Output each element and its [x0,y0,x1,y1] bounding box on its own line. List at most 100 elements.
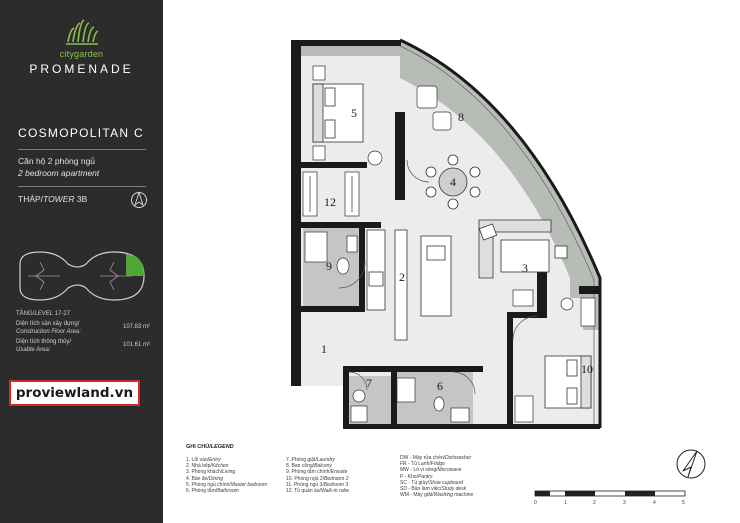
tower-en: TOWER [43,194,75,204]
legend-item: 11. Phòng ngủ 3/Bedroom 3 [286,481,349,488]
legend-item: 6. Phòng tắm/Bathroom [186,488,239,495]
kitchen-island [420,235,452,317]
brand-panel: citygarden PROMENADE COSMOPOLITAN C Căn … [0,0,163,523]
city-garden-logo-icon [65,19,98,45]
divider [18,186,146,187]
legend-columns: 1. Lối vào/Entry 2. Nhà bếp/Kitchen 3. P… [186,455,486,498]
sofa [478,219,568,279]
legend-title: GHI CHÚ/LEGEND [186,444,486,450]
tower-label: THÁP/TOWER 3B [18,194,87,204]
logo-title: PROMENADE [29,62,134,76]
walk-in-robe [302,171,360,217]
legend-item: 12. Tủ quần áo/Walk-in robe [286,488,349,495]
facade-inner [399,45,595,428]
kitchen-counter [366,229,408,341]
scale-label: 0 [534,500,537,506]
legend-column-2: 7. Phòng giặt/Laundry 8. Ban công/Balcon… [286,457,386,494]
legend-item: SC - Tủ giày/Shoe cupboard [400,479,464,486]
scale-label: 1 [564,500,567,506]
usable-area-en: Usable Area: [16,346,51,353]
legend: GHI CHÚ/LEGEND 1. Lối vào/Entry 2. Nhà b… [186,444,486,498]
legend-item: SD - Bàn làm việc/Study desk [400,486,467,493]
legend-item: 4. Bàn ăn/Dining [186,475,223,482]
room-number-2: 2 [399,270,405,284]
usable-area-row: Diện tích thông thủy/Usable Area: 101.61… [16,339,150,357]
tower-prefix: THÁP/ [18,194,44,204]
scale-label: 5 [682,500,685,506]
scale-bar [534,490,686,497]
level-row: TẦNG/LEVEL 17-27 [16,311,150,321]
level-en: LEVEL [34,311,54,317]
bathroom-fixtures [396,377,470,423]
bedside-table [312,145,326,161]
level-value: 17-27 [54,311,71,317]
scale-label: 2 [593,500,596,506]
legend-item: 10. Phòng ngủ 2/Bedroom 2 [286,475,349,482]
legend-item: 8. Ban công/Balcony [286,463,332,470]
bedroom-2-bed [544,355,592,409]
level-prefix: TẦNG/ [16,311,35,317]
scale-labels: 0 1 2 3 4 5 [534,500,688,508]
room-number-12: 12 [324,195,336,209]
room-number-3: 3 [522,261,528,275]
apartment-floor [293,40,600,428]
project-logo: citygarden PROMENADE [0,18,163,76]
legend-title-vn: GHI CHÚ/ [186,444,211,450]
room-number-8: 8 [458,110,464,124]
legend-item: DW - Máy rửa chén/Dishwasher [400,455,472,461]
legend-column-3: DW - Máy rửa chén/Dishwasher FR - Tủ Lạn… [400,455,510,498]
legend-item: 5. Phòng ngủ chính/Master bedroom [186,481,268,488]
walls [291,40,600,429]
study-desk [514,395,534,423]
usable-area-value: 101.61 m² [122,342,150,348]
door-swings [338,159,538,395]
balcony [400,40,600,298]
laundry-fixtures [350,389,368,423]
ensuite-fixtures [304,231,358,275]
room-number-7: 7 [366,376,372,390]
room-number-10: 10 [581,362,593,376]
key-plan-icon [19,251,145,301]
tv-cabinet [580,297,596,327]
legend-item: WM - Máy giặt/Washing machine [400,492,474,499]
tower-number: 3B [76,194,88,204]
armchair [367,150,383,166]
legend-item: 2. Nhà bếp/Kitchen [186,463,229,470]
bedside-table [312,65,326,81]
construction-area-row: Diện tích sàn xây dựng/Construction Floo… [16,321,150,339]
construction-area-value: 107.83 m² [122,324,150,330]
room-number-5: 5 [351,106,357,120]
construction-area-vn: Diện tích sàn xây dựng/ [16,321,80,327]
room-number-9: 9 [326,259,332,273]
scale-label: 3 [623,500,626,506]
armchair [512,289,534,307]
room-number-6: 6 [437,379,443,393]
compass-icon [131,191,147,208]
area-stats: TẦNG/LEVEL 17-27 Diện tích sàn xây dựng/… [16,311,150,357]
unit-title: COSMOPOLITAN C [18,126,144,140]
legend-item: 3. Phòng khách/Living [186,469,236,476]
scale-label: 4 [653,500,656,506]
legend-item: 7. Phòng giặt/Laundry [286,457,335,463]
divider [18,149,146,150]
apartment-type-en: 2 bedroom apartment [18,168,100,178]
floor-plan: 1 2 3 4 5 6 7 8 9 10 12 [291,38,602,429]
watermark-badge[interactable]: proviewland.vn [9,380,140,406]
master-bed [312,83,364,143]
legend-item: 1. Lối vào/Entry [186,457,221,463]
legend-item: FR - Tủ Lạnh/Fridge [400,461,445,468]
legend-column-1: 1. Lối vào/Entry 2. Nhà bếp/Kitchen 3. P… [186,457,286,494]
construction-area-en: Construction Floor Area: [16,328,81,335]
balcony-furniture [416,85,452,131]
compass-icon [676,449,706,479]
side-table [560,297,574,311]
usable-area-vn: Diện tích thông thủy/ [16,339,72,345]
facade-curve [399,38,602,428]
legend-item: MW - Lò vi sóng/Microwave [400,467,462,474]
legend-item: 9. Phòng tắm chính/Ensuite [286,469,348,476]
logo-subtitle: citygarden [59,49,104,59]
room-number-1: 1 [321,342,327,356]
legend-title-en: LEGEND [210,444,234,450]
room-number-4: 4 [450,175,456,189]
apartment-type-vn: Căn hộ 2 phòng ngủ [18,156,96,166]
